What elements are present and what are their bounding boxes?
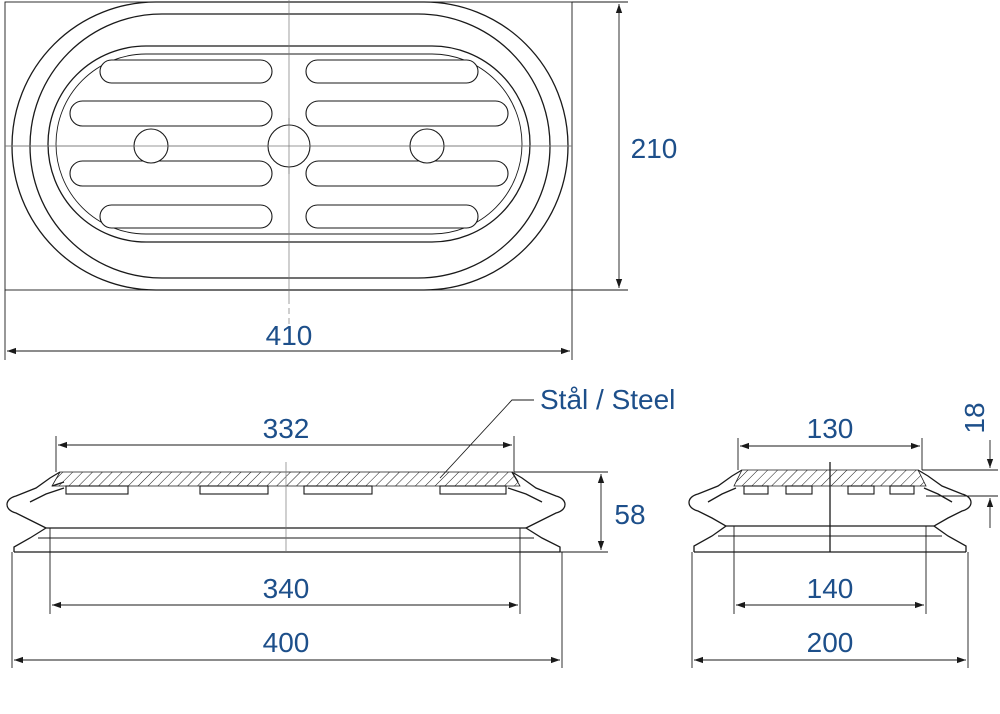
slot: [305, 100, 509, 127]
inner-width-dimension-label: 140: [807, 573, 854, 604]
suction-ridge: [199, 485, 269, 495]
suction-ridge: [785, 485, 813, 495]
suction-ridge: [439, 485, 507, 495]
slot: [99, 204, 273, 229]
plate-width-dimension-label: 332: [263, 413, 310, 444]
material-label: Stål / Steel: [540, 384, 675, 415]
inner-width-dimension-label: 340: [263, 573, 310, 604]
suction-ridge: [743, 485, 769, 495]
material-leader-line: [439, 399, 534, 479]
suction-ridge: [303, 485, 373, 495]
slot: [305, 59, 479, 84]
outer-width-dimension-label: 200: [807, 627, 854, 658]
height-dimension-label: 58: [614, 499, 645, 530]
top-view: 210 410: [4, 0, 678, 360]
slot: [69, 100, 273, 127]
side-view-large: 332 58 340 400 Stål / Steel: [6, 384, 675, 668]
slot: [69, 160, 273, 187]
height-dimension-label: 210: [631, 133, 678, 164]
outer-width-dimension-label: 400: [263, 627, 310, 658]
suction-ridge: [65, 485, 129, 495]
slot: [305, 204, 479, 229]
width-dimension-label: 410: [266, 320, 313, 351]
plate-thickness-label: 18: [959, 402, 990, 433]
slot: [99, 59, 273, 84]
slot: [305, 160, 509, 187]
side-view-small: 130 18 140 200: [688, 402, 998, 668]
suction-ridge: [889, 485, 915, 495]
suction-ridge: [847, 485, 875, 495]
plate-width-dimension-label: 130: [807, 413, 854, 444]
